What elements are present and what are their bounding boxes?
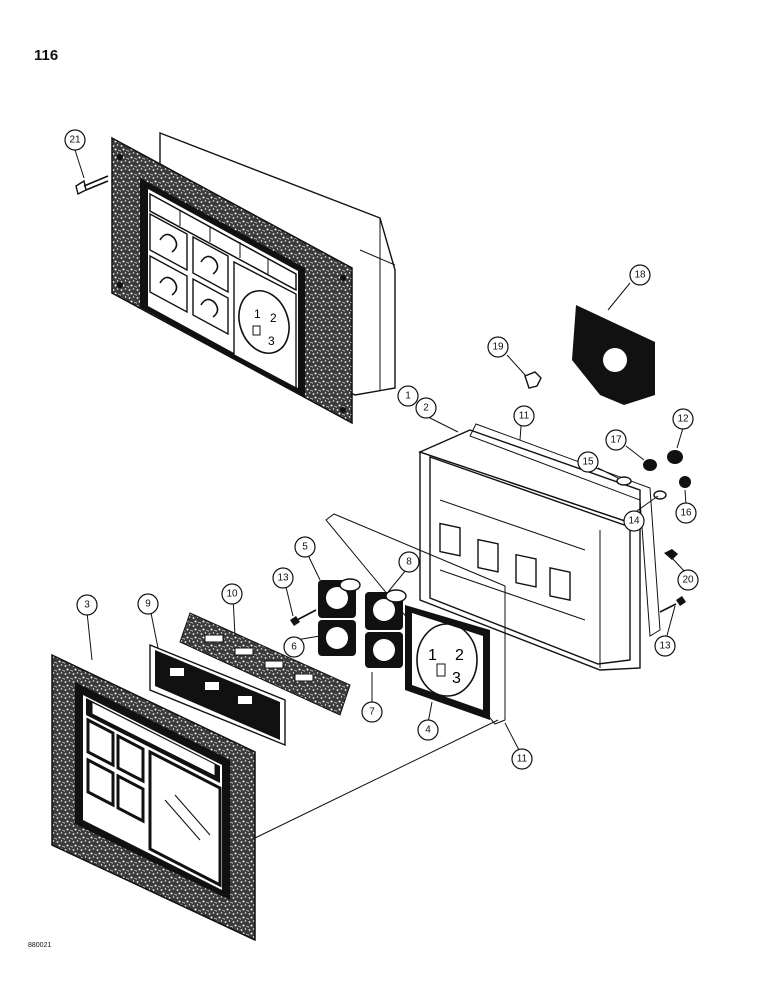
callout-21: 21 bbox=[64, 129, 86, 151]
callout-13-left: 13 bbox=[272, 567, 294, 589]
bulb-parts bbox=[616, 450, 691, 560]
svg-text:10: 10 bbox=[226, 589, 238, 600]
callout-18: 18 bbox=[629, 264, 651, 286]
front-gasket bbox=[325, 513, 506, 725]
callout-19: 19 bbox=[487, 336, 509, 358]
callout-11-top: 11 bbox=[513, 405, 535, 427]
callout-7: 7 bbox=[361, 701, 383, 723]
callout-6: 6 bbox=[283, 636, 305, 658]
svg-text:18: 18 bbox=[634, 270, 646, 281]
svg-text:9: 9 bbox=[145, 599, 151, 610]
callout-2: 2 bbox=[415, 397, 437, 419]
assembled-gauge-number-3: 3 bbox=[268, 334, 275, 348]
callout-17: 17 bbox=[605, 429, 627, 451]
svg-text:4: 4 bbox=[425, 725, 431, 736]
svg-text:17: 17 bbox=[610, 435, 622, 446]
svg-text:12: 12 bbox=[677, 414, 689, 425]
front-bezel bbox=[51, 653, 256, 942]
svg-text:1: 1 bbox=[405, 391, 411, 402]
svg-text:16: 16 bbox=[680, 508, 692, 519]
svg-text:13: 13 bbox=[277, 573, 289, 584]
tach-number-3: 3 bbox=[452, 670, 461, 687]
svg-text:20: 20 bbox=[682, 575, 694, 586]
svg-text:2: 2 bbox=[423, 403, 429, 414]
tach-number-1: 1 bbox=[428, 647, 437, 664]
drawing-code: 880021 bbox=[28, 942, 52, 949]
svg-text:19: 19 bbox=[492, 342, 504, 353]
callout-16: 16 bbox=[675, 502, 697, 524]
callout-3: 3 bbox=[76, 594, 98, 616]
svg-text:11: 11 bbox=[519, 411, 530, 422]
svg-text:5: 5 bbox=[302, 542, 308, 553]
callout-20: 20 bbox=[677, 569, 699, 591]
housing-gasket bbox=[469, 423, 661, 637]
callout-1: 1 bbox=[397, 385, 419, 407]
svg-text:7: 7 bbox=[369, 707, 375, 718]
screws-13 bbox=[290, 596, 686, 626]
svg-text:14: 14 bbox=[628, 516, 640, 527]
svg-text:3: 3 bbox=[84, 600, 90, 611]
callout-9: 9 bbox=[137, 593, 159, 615]
callout-12: 12 bbox=[672, 408, 694, 430]
small-gauges bbox=[318, 578, 407, 668]
housing bbox=[418, 429, 641, 671]
svg-text:13: 13 bbox=[659, 641, 671, 652]
callout-8: 8 bbox=[398, 551, 420, 573]
callout-5: 5 bbox=[294, 536, 316, 558]
assembled-panel: 1 2 3 bbox=[111, 131, 396, 425]
circuit-board bbox=[149, 643, 286, 747]
svg-text:8: 8 bbox=[406, 557, 412, 568]
svg-text:6: 6 bbox=[291, 642, 297, 653]
callout-15: 15 bbox=[577, 451, 599, 473]
callout-10: 10 bbox=[221, 583, 243, 605]
tachometer: 1 2 3 bbox=[405, 605, 490, 720]
callout-13-right: 13 bbox=[654, 635, 676, 657]
svg-text:11: 11 bbox=[517, 754, 528, 765]
bolt-21 bbox=[75, 175, 109, 196]
assembled-gauge-number-2: 2 bbox=[270, 311, 277, 325]
callout-4: 4 bbox=[417, 719, 439, 741]
callout-14: 14 bbox=[623, 510, 645, 532]
svg-text:15: 15 bbox=[582, 457, 594, 468]
svg-text:21: 21 bbox=[69, 135, 81, 146]
page-number: 116 bbox=[34, 47, 59, 64]
assembled-gauge-number-1: 1 bbox=[254, 307, 261, 321]
connector-18 bbox=[572, 305, 655, 405]
clip-19 bbox=[524, 371, 542, 389]
tach-number-2: 2 bbox=[455, 647, 464, 664]
lens-strip bbox=[179, 612, 351, 716]
callout-11-bottom: 11 bbox=[511, 748, 533, 770]
